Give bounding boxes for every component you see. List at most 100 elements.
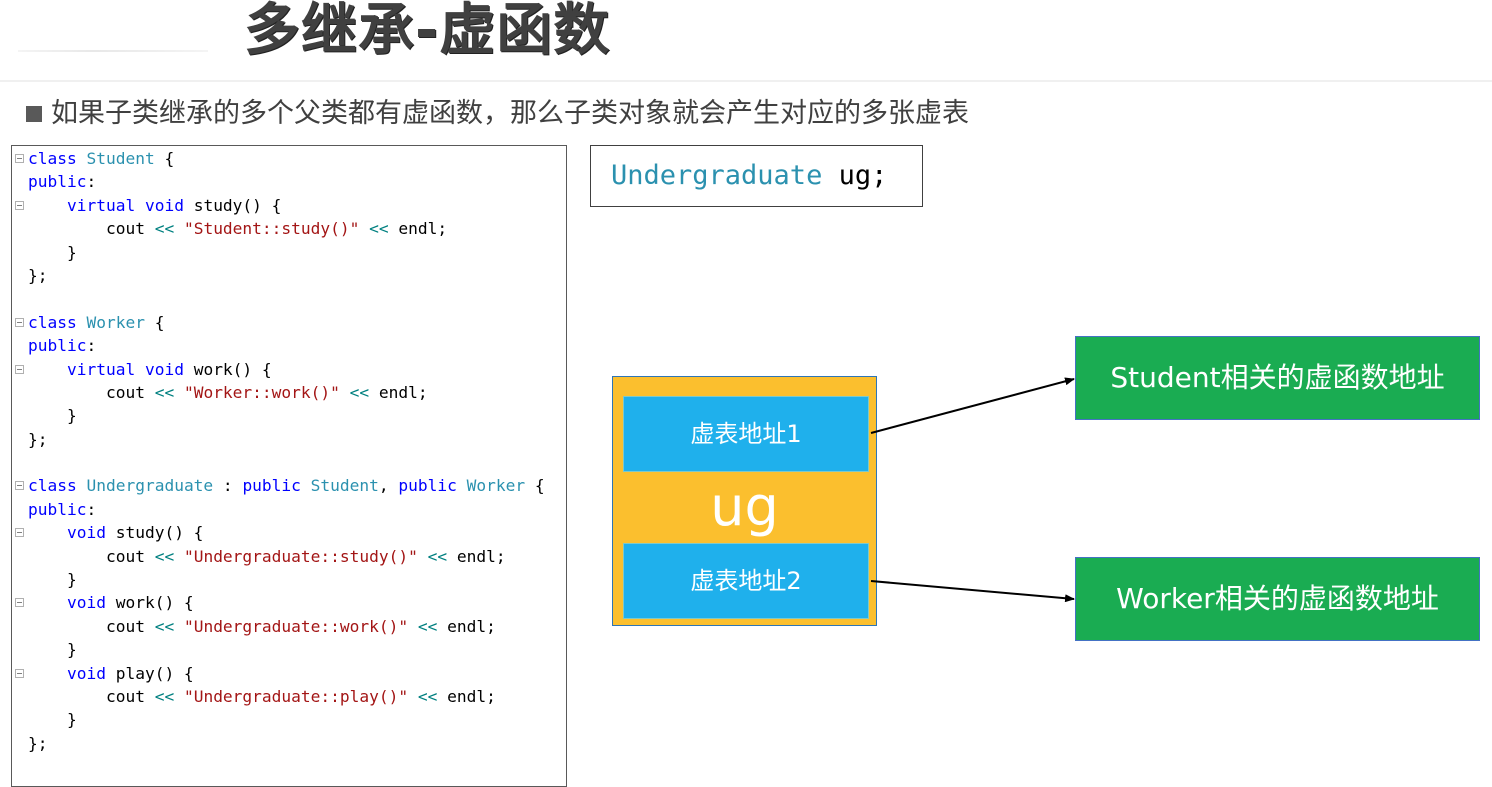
- fold-toggle-icon[interactable]: [15, 481, 24, 491]
- code-token: class: [28, 149, 77, 168]
- code-token: endl;: [369, 382, 428, 402]
- header-decoration: [18, 50, 208, 52]
- code-token: [174, 219, 184, 238]
- student-vtable-box: Student相关的虚函数地址: [1075, 336, 1480, 420]
- code-token: };: [28, 265, 48, 285]
- bullet-text: 如果子类继承的多个父类都有虚函数，那么子类对象就会产生对应的多张虚表: [51, 98, 969, 129]
- code-line: public:: [28, 170, 545, 193]
- code-token: {: [144, 312, 165, 332]
- fold-toggle-icon[interactable]: [15, 154, 24, 163]
- fold-toggle-icon[interactable]: [15, 528, 24, 538]
- code-token: :: [86, 499, 97, 519]
- fold-toggle-icon[interactable]: [15, 200, 24, 210]
- code-token: void: [66, 663, 106, 683]
- code-token: [28, 523, 67, 542]
- code-token: work() {: [105, 593, 194, 613]
- code-panel: class Student {public: virtual void stud…: [11, 145, 567, 787]
- code-token: [301, 476, 311, 495]
- code-token: };: [28, 429, 48, 449]
- code-token: "Undergraduate::work()": [183, 616, 409, 636]
- code-token: virtual: [66, 195, 136, 215]
- code-token: [174, 687, 184, 706]
- code-token: <<: [417, 686, 438, 706]
- code-line: cout << "Worker::work()" << endl;: [28, 381, 545, 404]
- code-token: study() {: [105, 523, 204, 543]
- code-token: [135, 196, 145, 215]
- arrow-vptr2-to-worker-vtable: [870, 580, 1075, 603]
- code-token: ,: [378, 476, 399, 496]
- code-line: cout << "Student::study()" << endl;: [28, 217, 545, 240]
- declaration-box: Undergraduate ug;: [590, 145, 923, 207]
- code-token: [28, 664, 67, 683]
- code-token: cout: [28, 382, 155, 402]
- code-token: class: [28, 312, 77, 332]
- code-token: work() {: [183, 359, 272, 379]
- code-token: }: [28, 710, 77, 730]
- code-token: }: [28, 570, 77, 590]
- code-token: <<: [154, 219, 175, 239]
- code-token: <<: [417, 616, 438, 636]
- code-token: Worker: [466, 476, 526, 496]
- code-line: [28, 451, 545, 474]
- code-token: void: [144, 359, 184, 379]
- code-token: {: [154, 149, 175, 168]
- code-line: }: [28, 404, 545, 427]
- code-line: cout << "Undergraduate::work()" << endl;: [28, 615, 545, 638]
- object-memory-box: 虚表地址1 ug 虚表地址2: [612, 376, 877, 626]
- fold-toggle-icon[interactable]: [15, 364, 24, 374]
- code-token: }: [28, 640, 77, 660]
- code-token: <<: [154, 546, 175, 566]
- code-line: cout << "Undergraduate::play()" << endl;: [28, 685, 545, 708]
- code-line: class Worker {: [15, 311, 545, 334]
- fold-toggle-icon[interactable]: [15, 598, 24, 608]
- code-token: [28, 196, 67, 215]
- code-line: void work() {: [15, 591, 545, 614]
- fold-toggle-icon[interactable]: [15, 668, 24, 678]
- code-line: class Student {: [15, 147, 545, 170]
- worker-vtable-box: Worker相关的虚函数地址: [1075, 557, 1480, 641]
- code-token: [359, 219, 369, 238]
- code-token: Worker: [86, 312, 145, 332]
- code-token: cout: [28, 546, 155, 566]
- code-token: <<: [154, 616, 175, 636]
- code-token: [418, 547, 428, 566]
- code-token: cout: [28, 616, 155, 636]
- code-token: "Undergraduate::study()": [183, 546, 418, 566]
- code-token: endl;: [437, 616, 496, 636]
- declaration-variable: ug;: [822, 160, 888, 191]
- fold-toggle-icon[interactable]: [15, 317, 24, 327]
- code-line: virtual void work() {: [15, 358, 545, 381]
- code-token: virtual: [66, 359, 136, 379]
- vtable-pointer-1: 虚表地址1: [623, 396, 869, 472]
- code-line: };: [28, 264, 545, 287]
- code-token: [174, 547, 184, 566]
- code-token: public: [28, 336, 87, 356]
- code-token: cout: [28, 686, 155, 706]
- vtable-pointer-2: 虚表地址2: [623, 543, 869, 619]
- code-token: [408, 617, 418, 636]
- code-token: public: [398, 476, 457, 496]
- code-token: endl;: [437, 686, 496, 706]
- code-line: public:: [28, 498, 545, 521]
- code-line: }: [28, 708, 545, 731]
- code-token: Student: [310, 476, 379, 496]
- code-token: public: [28, 499, 87, 519]
- code-line: class Undergraduate : public Student, pu…: [15, 474, 545, 497]
- code-token: [174, 617, 184, 636]
- code-token: :: [213, 476, 243, 496]
- code-line: void study() {: [15, 521, 545, 544]
- code-token: <<: [369, 219, 389, 239]
- code-token: cout: [28, 219, 155, 239]
- code-token: study() {: [183, 195, 282, 215]
- code-line: cout << "Undergraduate::study()" << endl…: [28, 545, 545, 568]
- code-line: [28, 287, 545, 310]
- code-line: }: [28, 241, 545, 264]
- code-token: [174, 383, 184, 402]
- code-line: virtual void study() {: [15, 194, 545, 217]
- slide-title: 多继承-虚函数: [244, 0, 611, 63]
- code-token: <<: [154, 382, 175, 402]
- code-token: [340, 383, 350, 402]
- code-token: "Worker::work()": [183, 382, 340, 402]
- code-token: }: [28, 242, 77, 262]
- code-token: "Undergraduate::play()": [183, 686, 409, 706]
